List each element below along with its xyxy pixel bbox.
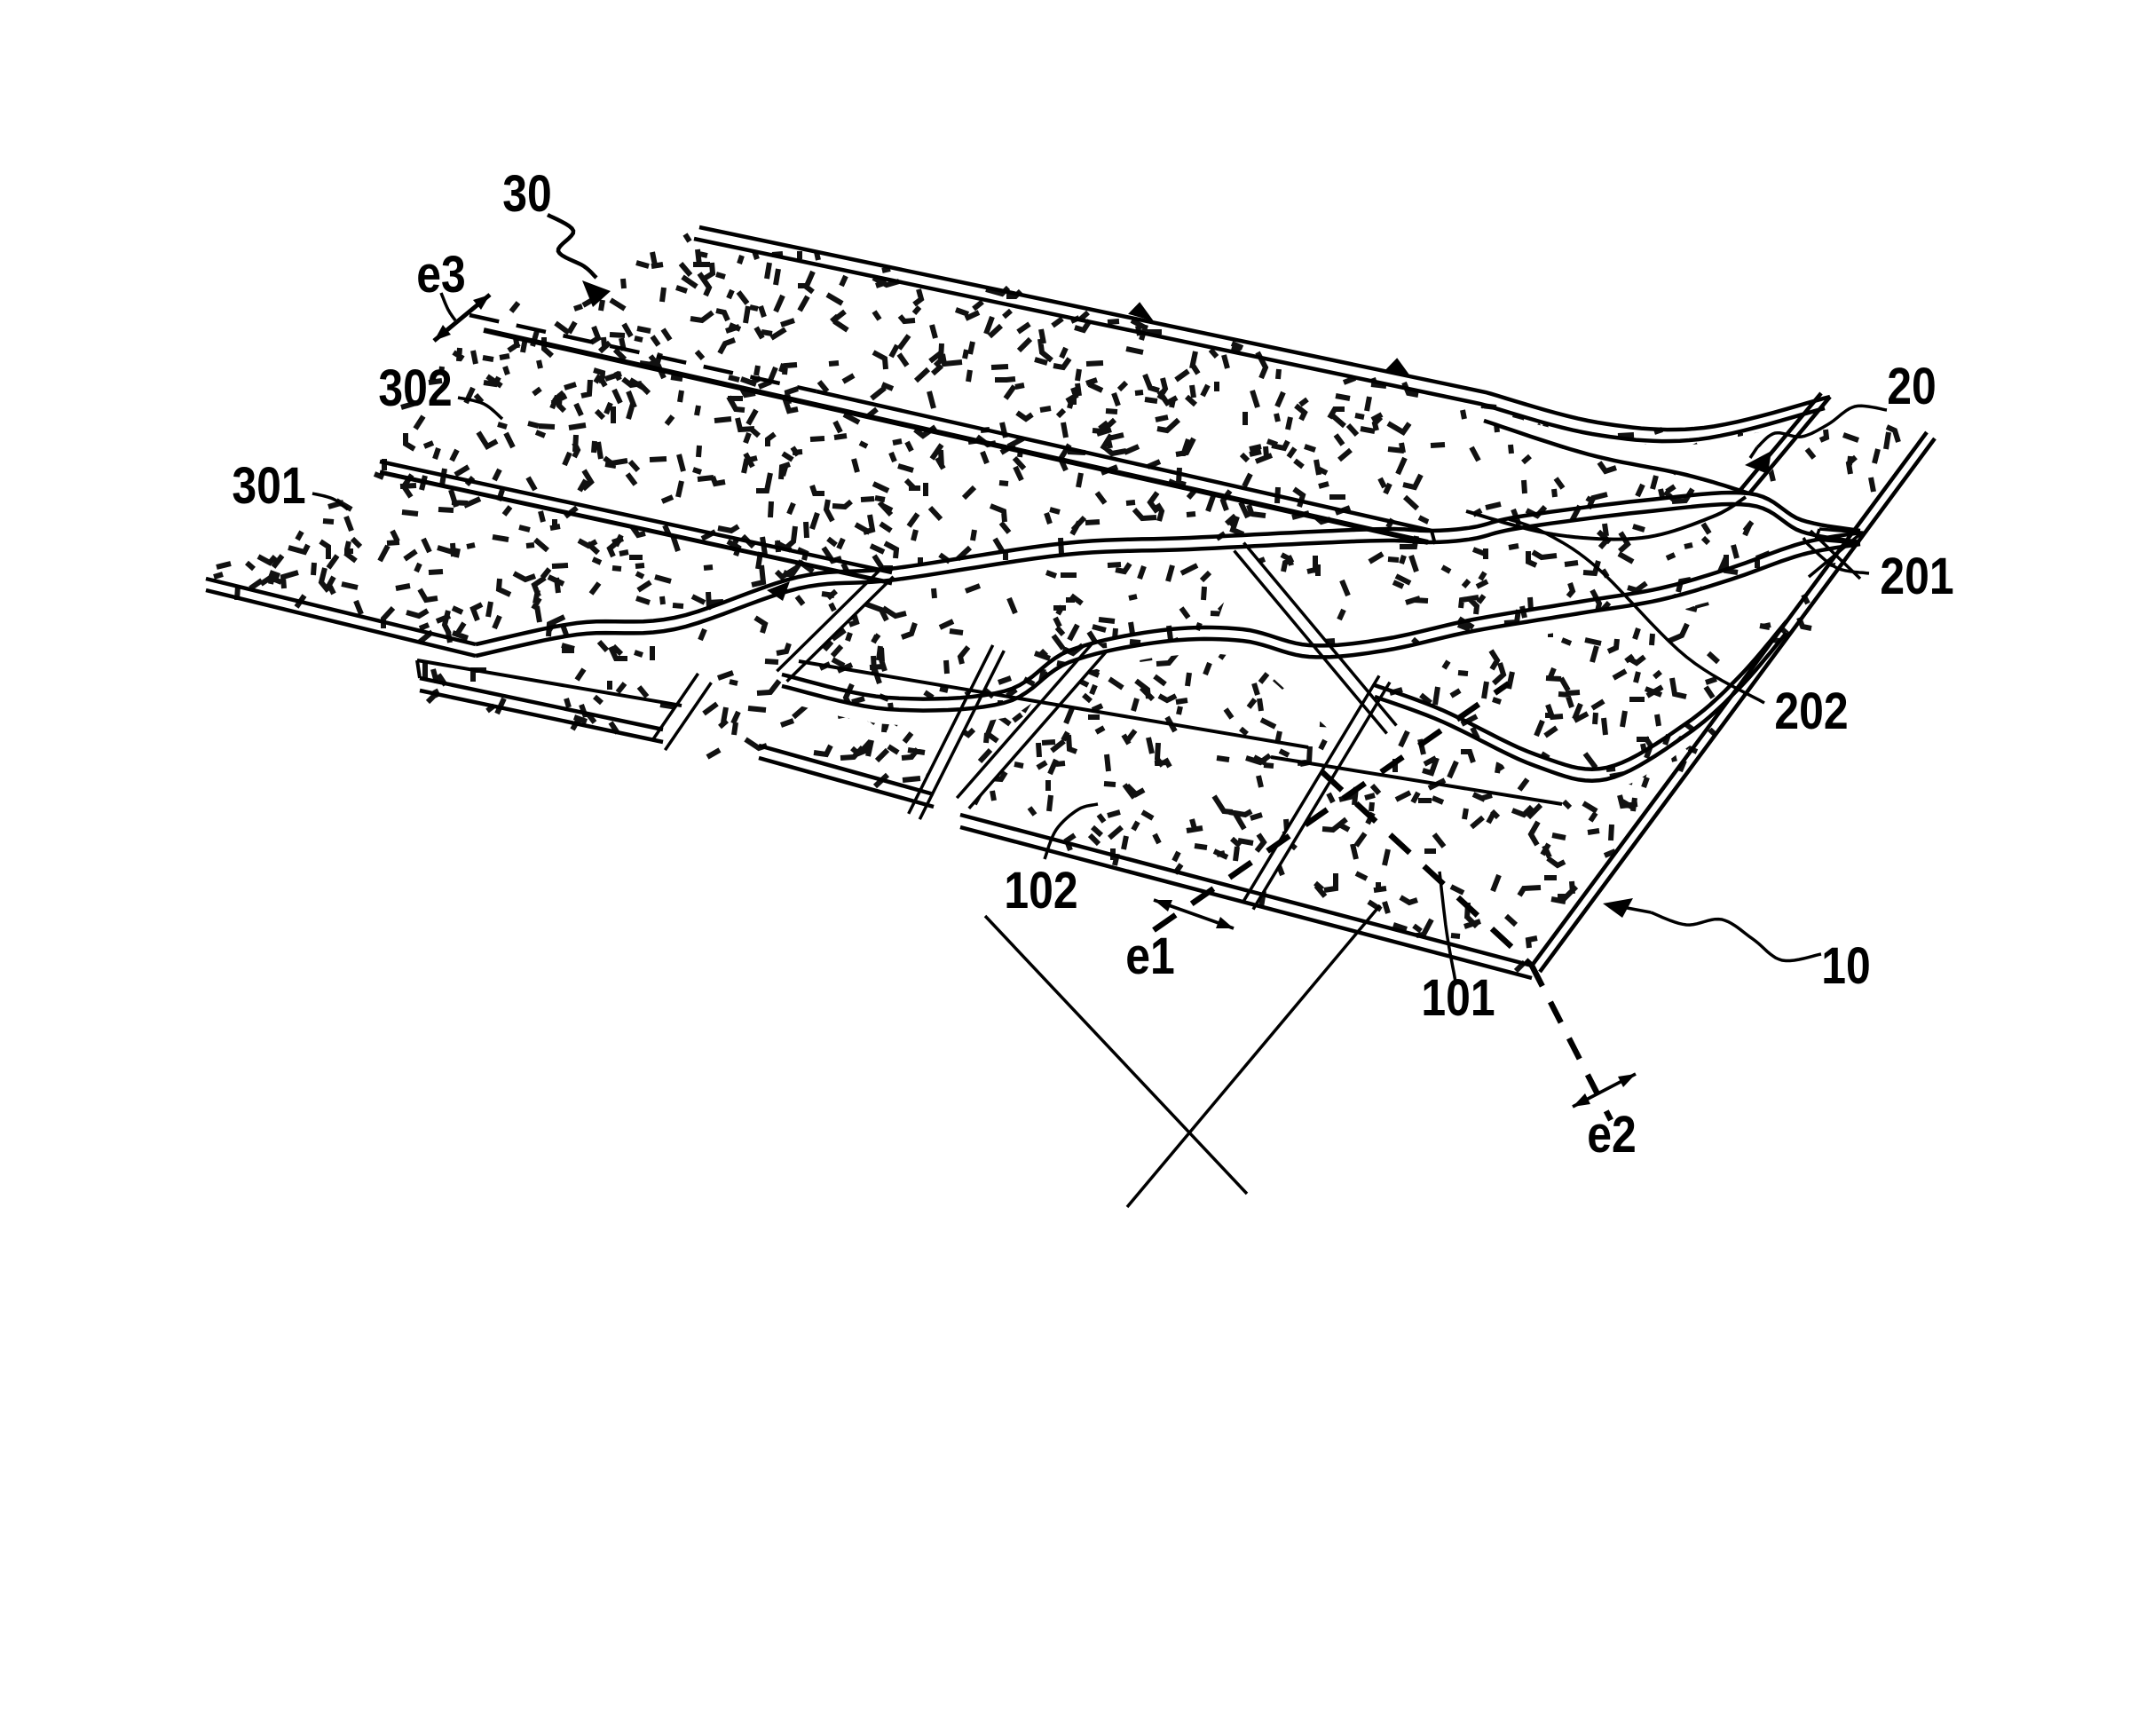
svg-text:10: 10	[1821, 938, 1870, 995]
svg-text:e1: e1	[1125, 928, 1174, 985]
svg-text:102: 102	[1004, 863, 1077, 919]
svg-text:20: 20	[1887, 359, 1936, 415]
svg-text:301: 301	[232, 458, 305, 515]
svg-text:201: 201	[1880, 548, 1953, 605]
svg-text:e3: e3	[416, 247, 465, 304]
svg-text:202: 202	[1774, 683, 1848, 740]
svg-text:30: 30	[502, 166, 551, 223]
svg-text:302: 302	[378, 360, 452, 417]
svg-text:101: 101	[1421, 970, 1495, 1027]
svg-text:e2: e2	[1587, 1107, 1636, 1164]
